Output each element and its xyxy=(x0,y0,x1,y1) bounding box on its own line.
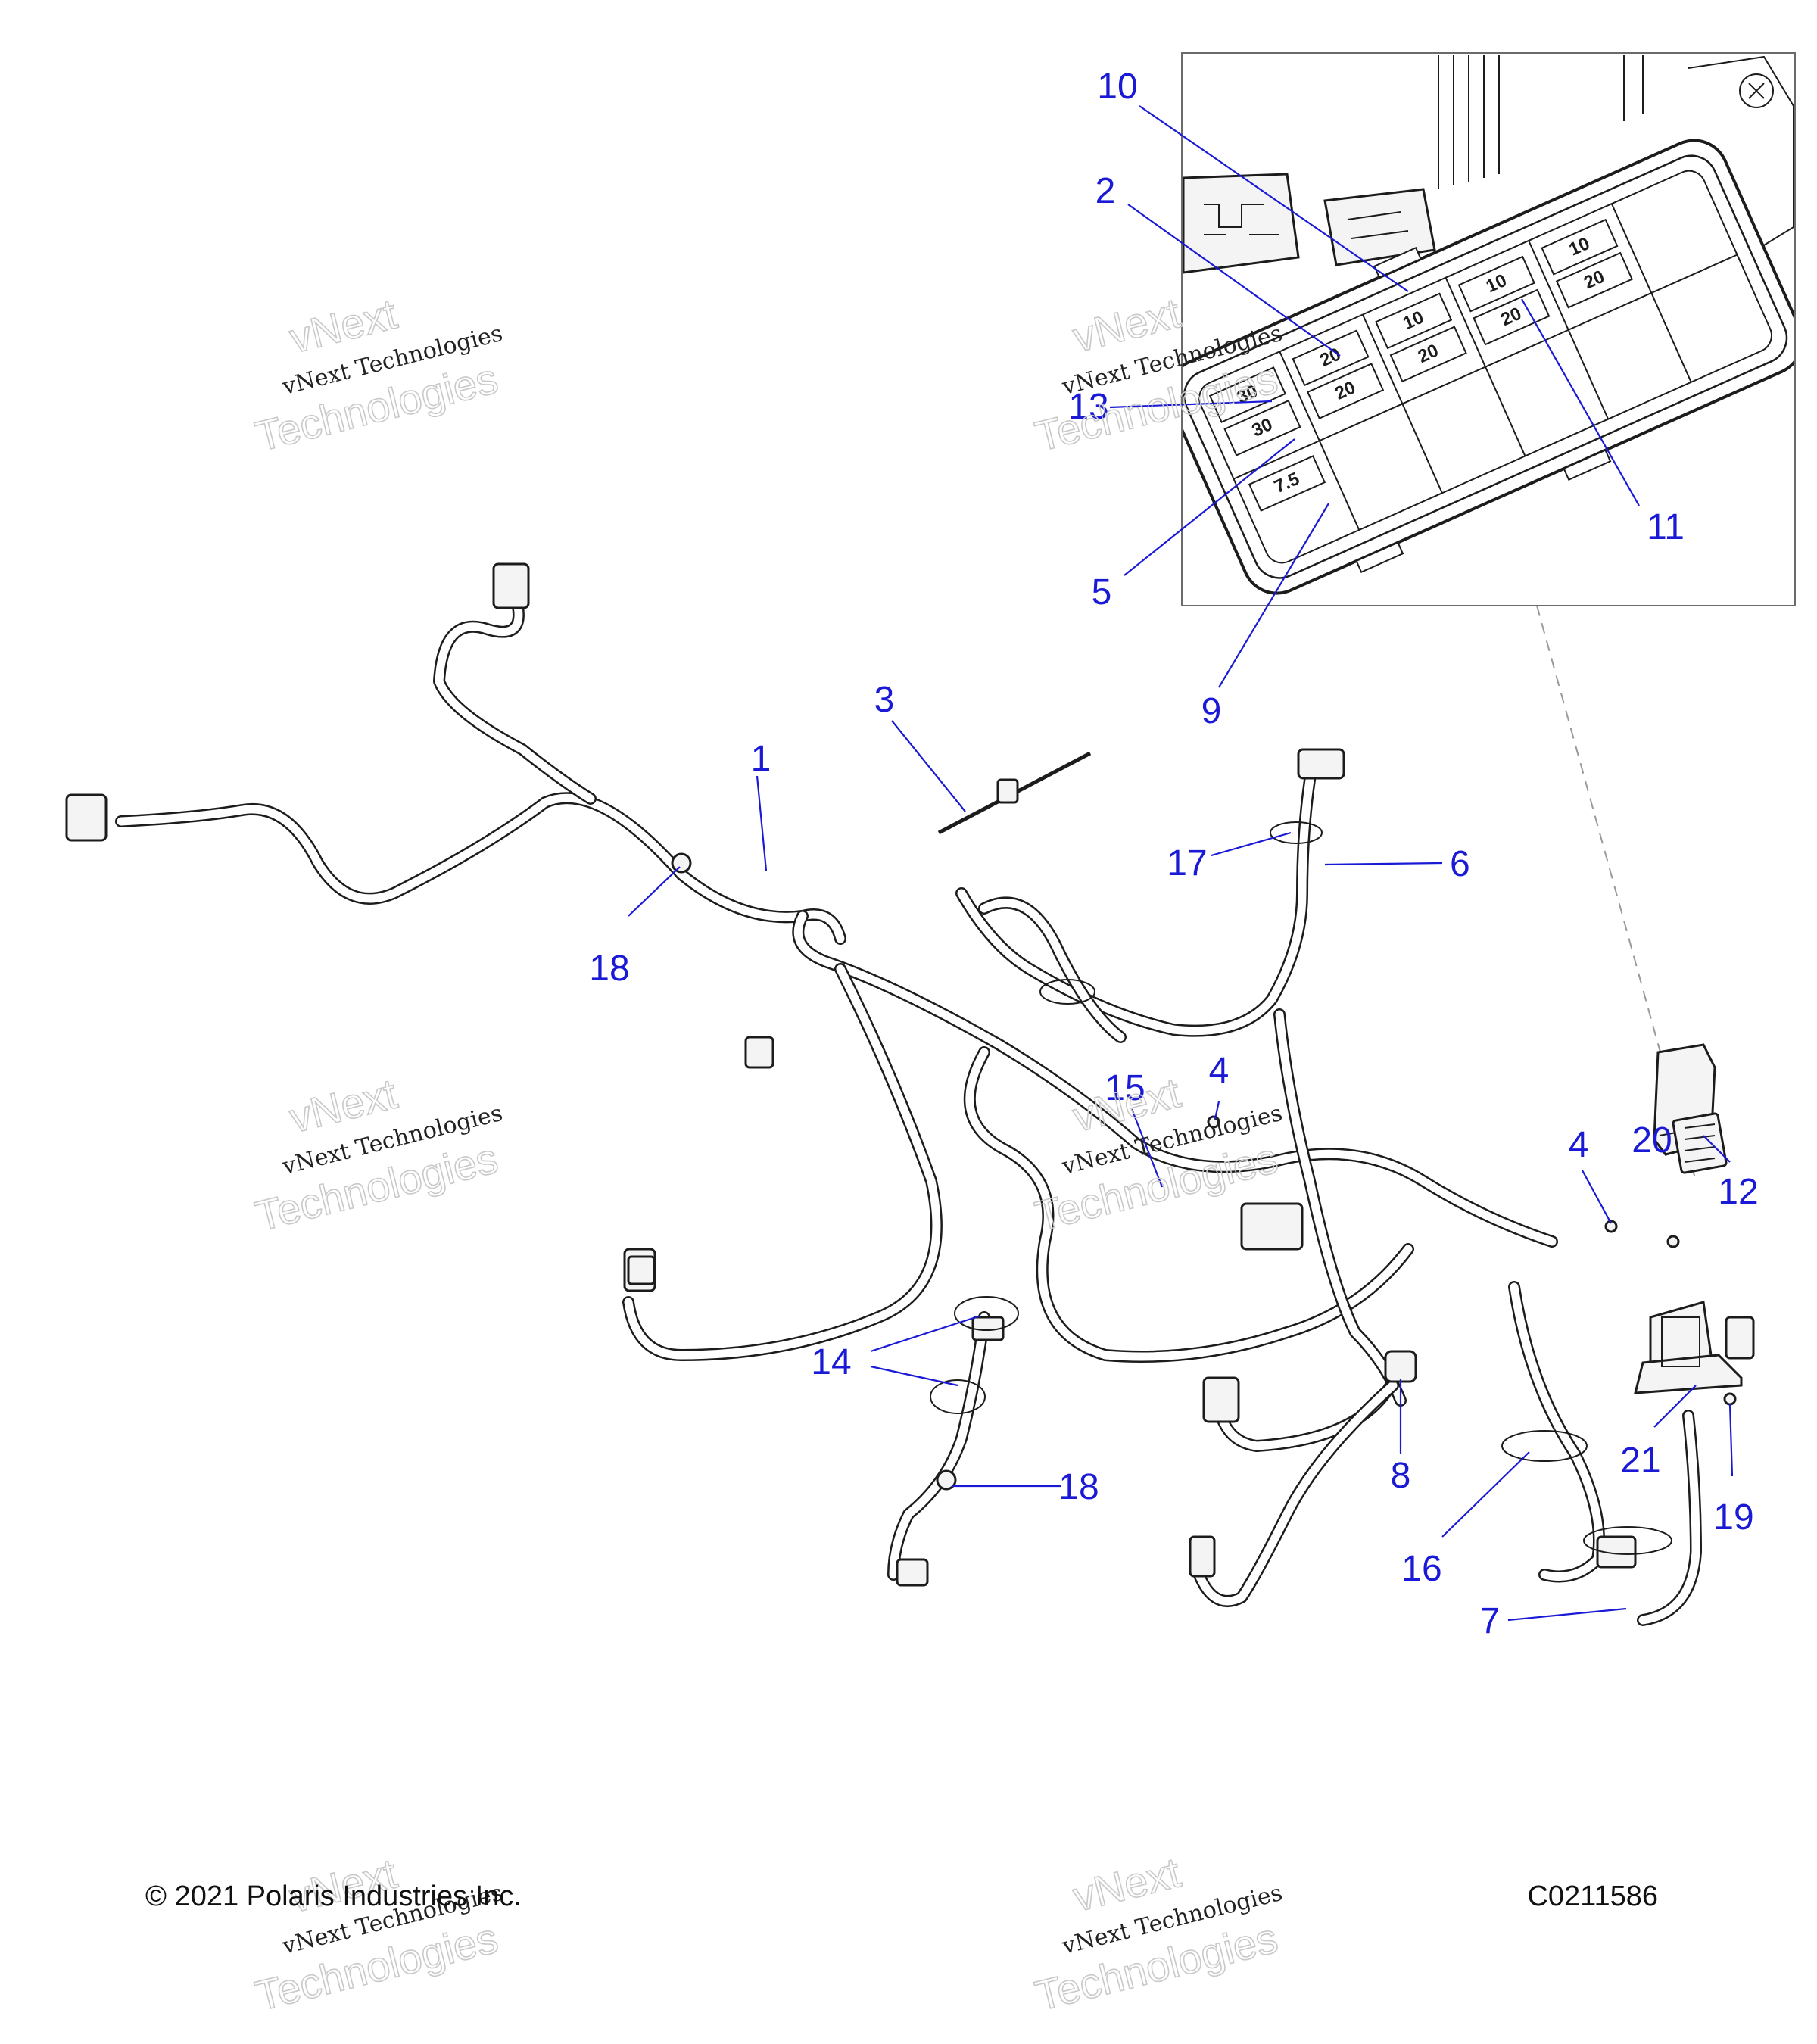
connector-far-left-lower xyxy=(627,1255,656,1285)
inset-connector-left xyxy=(1183,173,1300,274)
callout-19: 19 xyxy=(1713,1497,1753,1538)
leader-12 xyxy=(1703,1135,1731,1163)
ring-clamps xyxy=(671,821,1737,1555)
callout-5: 5 xyxy=(1092,572,1112,612)
leader-6 xyxy=(1324,862,1443,866)
cable-tie xyxy=(937,751,1092,835)
diagram-code: C0211586 xyxy=(1527,1880,1658,1912)
fuse-box-assembly xyxy=(1634,1301,1743,1394)
callout-17: 17 xyxy=(1167,843,1207,883)
leader-1 xyxy=(756,775,768,871)
callout-11: 11 xyxy=(1647,507,1685,547)
connector-mid-right xyxy=(1202,1376,1240,1423)
callout-18b: 18 xyxy=(1058,1467,1099,1507)
leader-5 xyxy=(1124,438,1295,576)
leader-19 xyxy=(1728,1404,1734,1477)
leader-11 xyxy=(1521,298,1640,506)
leader-4b xyxy=(1582,1170,1612,1224)
connector-bottom-mid xyxy=(1189,1535,1216,1578)
callout-10: 10 xyxy=(1097,67,1137,107)
fuse-set xyxy=(1672,1112,1728,1174)
leader-14a xyxy=(870,1314,981,1353)
callout-1: 1 xyxy=(751,739,771,779)
inset-fuse-box: 10 20 20 10 20 10 20 20 30 30 7.5 xyxy=(1183,139,1794,595)
callout-7: 7 xyxy=(1480,1601,1501,1641)
inset-ribbon-cable xyxy=(1438,55,1644,189)
copyright-text: © 2021 Polaris Industries Inc. xyxy=(145,1880,522,1912)
callout-18a: 18 xyxy=(589,949,629,989)
leader-13 xyxy=(1109,400,1273,409)
inset-mounting-bracket xyxy=(1688,55,1794,251)
leader-4a xyxy=(1214,1101,1220,1120)
leader-17 xyxy=(1211,831,1292,857)
watermark-bottom-center: vNext vNext Technologies Technologies xyxy=(1030,1847,1285,2020)
leader-18a xyxy=(628,866,681,917)
leader-2 xyxy=(1127,204,1341,357)
leader-15 xyxy=(1130,1108,1164,1188)
leader-14b xyxy=(870,1365,958,1387)
connector-left-mid xyxy=(744,1036,774,1069)
callout-9: 9 xyxy=(1201,691,1222,731)
connector-rear-upper xyxy=(492,562,530,609)
callout-14: 14 xyxy=(811,1342,851,1382)
callout-3: 3 xyxy=(874,680,895,720)
callout-13: 13 xyxy=(1068,387,1108,427)
callout-21: 21 xyxy=(1620,1441,1660,1481)
callout-4a: 4 xyxy=(1209,1051,1230,1091)
callout-6: 6 xyxy=(1450,844,1470,884)
callout-12: 12 xyxy=(1718,1172,1758,1212)
connector-right xyxy=(1725,1316,1755,1360)
inset-connector-mid xyxy=(1323,188,1436,266)
callout-20: 20 xyxy=(1632,1120,1672,1161)
fuse-box-inset: 10 20 20 10 20 10 20 20 30 30 7.5 xyxy=(1181,52,1796,606)
callout-4b: 4 xyxy=(1569,1125,1589,1165)
leader-9 xyxy=(1218,503,1329,688)
connector-rear-left xyxy=(65,793,108,842)
connector-center xyxy=(1240,1202,1304,1251)
leader-7 xyxy=(1507,1607,1627,1622)
callout-15: 15 xyxy=(1105,1068,1145,1108)
connector-top xyxy=(1297,748,1345,780)
leader-3 xyxy=(891,720,966,812)
connector-bottom-left xyxy=(896,1558,929,1587)
watermark-top-left: vNext vNext Technologies Technologies xyxy=(250,289,505,461)
wiring-harness xyxy=(115,588,1702,1626)
leader-16 xyxy=(1441,1451,1530,1538)
harness-connectors xyxy=(65,562,1755,1587)
leader-21 xyxy=(1653,1385,1697,1428)
callout-8: 8 xyxy=(1391,1456,1411,1496)
watermark-bottom-left: vNext vNext Technologies Technologies xyxy=(250,1849,505,2021)
watermark-mid-left: vNext vNext Technologies Technologies xyxy=(250,1069,505,1241)
leader-10 xyxy=(1139,105,1409,292)
callout-labels: 1 2 3 4 4 5 6 7 8 9 10 11 12 13 14 15 16… xyxy=(589,67,1758,1641)
connector-8 xyxy=(1384,1350,1417,1383)
callout-16: 16 xyxy=(1401,1549,1441,1589)
callout-2: 2 xyxy=(1095,171,1116,211)
connector-relay-7 xyxy=(1596,1535,1637,1569)
